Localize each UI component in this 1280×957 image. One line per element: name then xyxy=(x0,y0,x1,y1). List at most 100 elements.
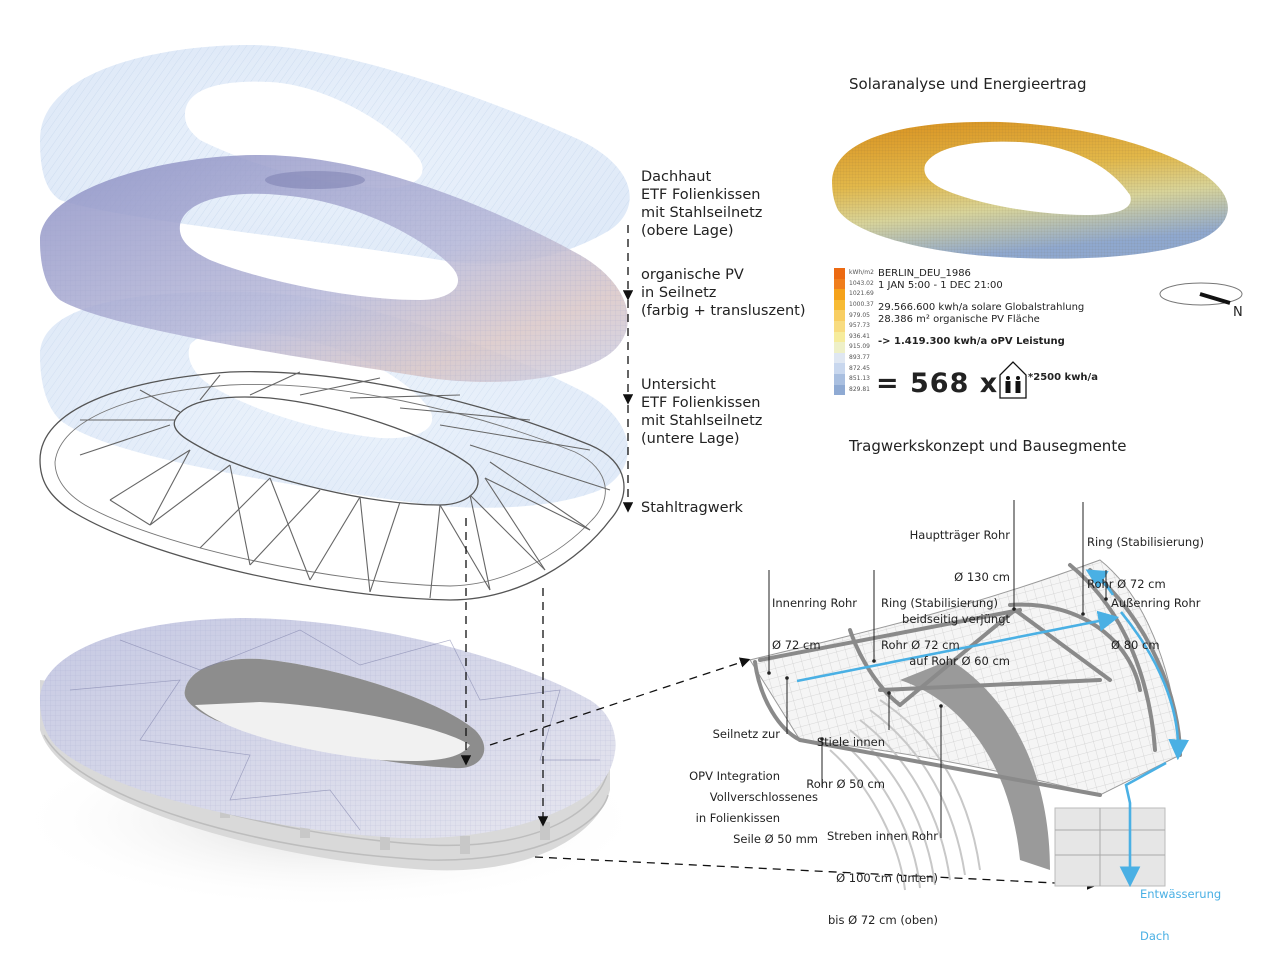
period: 1 JAN 5:00 - 1 DEC 21:00 xyxy=(878,280,1003,291)
label-line: Ø 80 cm xyxy=(1111,638,1160,652)
structure-detail-render xyxy=(749,500,1190,891)
legend-swatch xyxy=(834,320,845,332)
label-innenring: Innenring Rohr Ø 72 cm xyxy=(772,568,857,666)
label-line: Ring (Stabilisierung) xyxy=(881,596,999,610)
legend-value: 915.09 xyxy=(849,343,870,351)
solar-title: Solaranalyse und Energieertrag xyxy=(849,75,1087,93)
label-line: Rohr Ø 50 cm xyxy=(806,777,885,791)
diagram-canvas xyxy=(10,45,1243,910)
label-line: (farbig + transluszent) xyxy=(641,303,806,319)
structure-title: Tragwerkskonzept und Bausegmente xyxy=(849,437,1127,455)
label-line: Ø 72 cm xyxy=(772,638,821,652)
legend-row: 979.05 xyxy=(834,310,874,321)
legend-row: 1000.37 xyxy=(834,299,874,311)
layer-stahltragwerk xyxy=(39,371,625,601)
label-line: bis Ø 72 cm (oben) xyxy=(828,913,938,927)
label-line: Seile Ø 50 mm xyxy=(733,832,818,846)
label-aussenring: Außenring Rohr Ø 80 cm xyxy=(1111,568,1200,666)
legend-row: 893.77 xyxy=(834,352,874,364)
households-count: = 568 x xyxy=(876,368,999,399)
label-opv: organische PV in Seilnetz (farbig + tran… xyxy=(641,266,806,320)
label-line: Hauptträger Rohr xyxy=(909,528,1010,542)
legend-swatch xyxy=(834,373,845,385)
legend-row: 872.45 xyxy=(834,363,874,374)
label-line: OPV Integration xyxy=(689,769,780,783)
legend-swatch xyxy=(834,299,845,311)
label-line: Dach xyxy=(1140,929,1170,943)
label-untersicht: Untersicht ETF Folienkissen mit Stahlsei… xyxy=(641,376,762,448)
legend-swatch xyxy=(834,352,845,364)
label-dachhaut: Dachhaut ETF Folienkissen mit Stahlseiln… xyxy=(641,168,762,240)
legend-swatch xyxy=(834,342,845,353)
label-stahltragwerk: Stahltragwerk xyxy=(641,499,743,517)
compass-icon xyxy=(1159,282,1243,306)
exploded-view-arrows xyxy=(460,225,1098,890)
label-line: Ø 100 cm (unten) xyxy=(836,871,938,885)
legend-value: 893.77 xyxy=(849,354,870,362)
label-line: in Seilnetz xyxy=(641,285,717,301)
label-line: Entwässerung xyxy=(1140,887,1222,901)
label-seilnetz: Seilnetz zur OPV Integration in Folienki… xyxy=(660,699,780,839)
label-ring-top: Ring (Stabilisierung) Rohr Ø 72 cm xyxy=(1087,507,1204,605)
legend-swatch xyxy=(834,384,845,396)
label-line: Rohr Ø 72 cm xyxy=(1087,577,1166,591)
label-line: Innenring Rohr xyxy=(772,596,858,610)
legend-row: 1021.69 xyxy=(834,289,874,300)
location: BERLIN_DEU_1986 xyxy=(878,268,971,279)
label-line: mit Stahlseilnetz xyxy=(641,205,763,221)
compass-north-label: N xyxy=(1233,305,1243,320)
layer-untersicht-ring xyxy=(40,291,628,508)
legend-value: 1021.69 xyxy=(849,290,874,298)
legend-swatch xyxy=(834,278,845,290)
label-line: Vollverschlossenes xyxy=(709,790,818,804)
solar-analysis-ring xyxy=(832,121,1228,259)
solar-info: BERLIN_DEU_1986 1 JAN 5:00 - 1 DEC 21:00… xyxy=(878,268,1084,348)
label-line: ETF Folienkissen xyxy=(641,187,761,203)
legend-value: 851.13 xyxy=(849,375,870,383)
label-line: auf Rohr Ø 60 cm xyxy=(909,654,1010,668)
legend-swatch xyxy=(834,310,845,321)
legend-row: 915.09 xyxy=(834,342,874,353)
legend-swatch xyxy=(834,289,845,300)
label-line: Stahltragwerk xyxy=(641,500,743,516)
legend-row: 936.41 xyxy=(834,331,874,343)
legend-row: 851.13 xyxy=(834,373,874,385)
label-line: Streben innen Rohr xyxy=(827,829,938,843)
legend-unit: kWh/m2 xyxy=(849,269,874,277)
label-line: Stiele innen xyxy=(816,735,885,749)
legend-row: 1043.02 xyxy=(834,278,874,290)
solar-legend: kWh/m2 1043.02 1021.69 1000.37 979.05 957.73… xyxy=(834,268,874,396)
label-line: beidseitig verjüngt xyxy=(902,612,1010,626)
household-note: *2500 kwh/a xyxy=(1028,372,1098,383)
label-line: in Folienkissen xyxy=(695,811,780,825)
label-line: Außenring Rohr xyxy=(1111,596,1201,610)
legend-row: 957.73 xyxy=(834,320,874,332)
label-haupttraeger: Hauptträger Rohr Ø 130 cm beidseitig ver… xyxy=(880,500,1010,682)
label-line: Rohr Ø 72 cm xyxy=(881,638,960,652)
pv-area: 28.386 m² organische PV Fläche xyxy=(878,314,1040,325)
legend-row: kWh/m2 xyxy=(834,268,874,279)
legend-value: 957.73 xyxy=(849,322,870,330)
stadium-render xyxy=(10,618,650,910)
label-entwaesserung: Entwässerung Dach xyxy=(1140,859,1221,957)
legend-value: 936.41 xyxy=(849,332,870,340)
opv-output: -> 1.419.300 kwh/a oPV Leistung xyxy=(878,336,1065,347)
legend-value: 829.81 xyxy=(849,385,870,393)
label-line: organische PV xyxy=(641,267,744,283)
legend-value: 1000.37 xyxy=(849,301,874,309)
label-line: ETF Folienkissen xyxy=(641,395,761,411)
label-line: (untere Lage) xyxy=(641,431,740,447)
household-icon xyxy=(999,361,1027,399)
label-line: Ring (Stabilisierung) xyxy=(1087,535,1205,549)
label-stiele: Stiele innen Rohr Ø 50 cm xyxy=(790,707,885,805)
label-ring-mid: Ring (Stabilisierung) Rohr Ø 72 cm xyxy=(881,568,998,666)
label-line: Ø 130 cm xyxy=(954,570,1010,584)
legend-value: 979.05 xyxy=(849,311,870,319)
label-line: Seilnetz zur xyxy=(712,727,780,741)
legend-value: 1043.02 xyxy=(849,279,874,287)
legend-value: 872.45 xyxy=(849,364,870,372)
legend-swatch xyxy=(834,363,845,374)
legend-swatch xyxy=(834,331,845,343)
label-line: Untersicht xyxy=(641,377,716,393)
label-line: Dachhaut xyxy=(641,169,712,185)
